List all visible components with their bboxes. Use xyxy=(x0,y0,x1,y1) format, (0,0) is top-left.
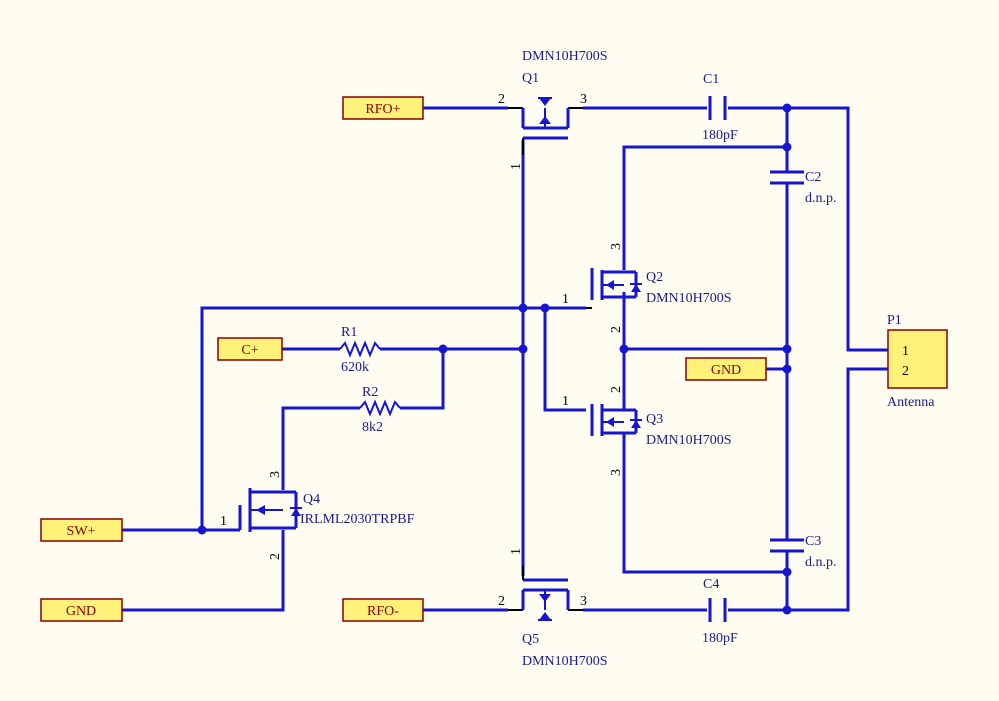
svg-text:Q2: Q2 xyxy=(646,270,663,285)
svg-text:1: 1 xyxy=(509,548,524,555)
svg-text:8k2: 8k2 xyxy=(362,420,383,435)
svg-text:1: 1 xyxy=(509,163,524,170)
junction-dot xyxy=(540,303,550,313)
port-gnd-left[interactable]: GND xyxy=(40,598,123,622)
junction-dot xyxy=(782,605,792,615)
svg-text:2: 2 xyxy=(498,594,505,609)
svg-text:C2: C2 xyxy=(805,170,821,185)
capacitor-c4[interactable]: C4 180pF xyxy=(702,577,738,646)
svg-text:1: 1 xyxy=(562,292,569,307)
svg-text:C+: C+ xyxy=(241,343,258,358)
resistor-r2[interactable]: R2 8k2 xyxy=(359,385,401,435)
svg-text:GND: GND xyxy=(66,604,96,619)
connector-p1[interactable]: P1 1 2 Antenna xyxy=(887,313,948,410)
svg-text:3: 3 xyxy=(580,594,587,609)
svg-text:RFO+: RFO+ xyxy=(365,102,400,117)
port-rfo-plus[interactable]: RFO+ xyxy=(342,96,424,120)
svg-text:GND: GND xyxy=(711,363,741,378)
svg-text:RFO-: RFO- xyxy=(367,604,399,619)
mosfet-q5[interactable]: Q5 DMN10H700S 2 3 1 xyxy=(498,548,608,669)
svg-text:C4: C4 xyxy=(703,577,719,592)
capacitor-c3[interactable]: C3 d.n.p. xyxy=(770,534,837,570)
junction-dot xyxy=(782,103,792,113)
junction-dot xyxy=(782,142,792,152)
svg-text:DMN10H700S: DMN10H700S xyxy=(522,654,608,669)
port-c-plus[interactable]: C+ xyxy=(217,337,283,361)
svg-text:R2: R2 xyxy=(362,385,378,400)
port-rfo-minus[interactable]: RFO- xyxy=(342,598,424,622)
svg-text:Q3: Q3 xyxy=(646,412,663,427)
svg-text:180pF: 180pF xyxy=(702,128,738,143)
junction-dot xyxy=(197,525,207,535)
svg-text:R1: R1 xyxy=(341,325,357,340)
svg-text:d.n.p.: d.n.p. xyxy=(805,555,837,570)
svg-text:180pF: 180pF xyxy=(702,631,738,646)
port-gnd-right[interactable]: GND xyxy=(685,357,767,381)
svg-text:Antenna: Antenna xyxy=(887,395,935,410)
svg-text:1: 1 xyxy=(562,394,569,409)
svg-text:DMN10H700S: DMN10H700S xyxy=(646,433,732,448)
junction-dot xyxy=(518,303,528,313)
mosfet-q4[interactable]: Q4 IRLML2030TRPBF 1 3 2 xyxy=(220,471,415,560)
junction-dot xyxy=(782,364,792,374)
svg-text:C1: C1 xyxy=(703,72,719,87)
svg-text:3: 3 xyxy=(580,92,587,107)
svg-text:2: 2 xyxy=(902,364,909,379)
svg-text:IRLML2030TRPBF: IRLML2030TRPBF xyxy=(300,512,415,527)
svg-text:Q4: Q4 xyxy=(303,492,320,507)
svg-text:1: 1 xyxy=(902,344,909,359)
svg-text:d.n.p.: d.n.p. xyxy=(805,191,837,206)
svg-text:Q1: Q1 xyxy=(522,71,539,86)
svg-text:2: 2 xyxy=(268,553,283,560)
svg-text:P1: P1 xyxy=(887,313,902,328)
mosfet-q3[interactable]: Q3 DMN10H700S 1 2 3 xyxy=(562,386,732,476)
capacitor-c2[interactable]: C2 d.n.p. xyxy=(770,170,837,206)
svg-text:3: 3 xyxy=(609,243,624,250)
svg-text:Q5: Q5 xyxy=(522,632,539,647)
capacitor-c1[interactable]: C1 180pF xyxy=(702,72,738,143)
svg-text:2: 2 xyxy=(498,92,505,107)
svg-text:3: 3 xyxy=(609,469,624,476)
svg-text:DMN10H700S: DMN10H700S xyxy=(646,291,732,306)
svg-text:2: 2 xyxy=(609,386,624,393)
svg-text:1: 1 xyxy=(220,514,227,529)
junction-dot xyxy=(782,344,792,354)
svg-text:620k: 620k xyxy=(341,360,369,375)
svg-text:DMN10H700S: DMN10H700S xyxy=(522,49,608,64)
svg-text:SW+: SW+ xyxy=(67,524,96,539)
svg-text:2: 2 xyxy=(609,326,624,333)
svg-text:3: 3 xyxy=(268,471,283,478)
junctions xyxy=(197,103,792,615)
junction-dot xyxy=(518,344,528,354)
wires xyxy=(122,106,888,612)
junction-dot xyxy=(438,344,448,354)
junction-dot xyxy=(619,344,629,354)
port-sw-plus[interactable]: SW+ xyxy=(40,518,123,542)
mosfet-q2[interactable]: Q2 DMN10H700S 1 3 2 xyxy=(562,243,732,333)
mosfet-q1[interactable]: DMN10H700S Q1 2 3 1 xyxy=(498,49,608,170)
svg-text:C3: C3 xyxy=(805,534,821,549)
resistor-r1[interactable]: R1 620k xyxy=(339,325,381,375)
junction-dot xyxy=(782,567,792,577)
